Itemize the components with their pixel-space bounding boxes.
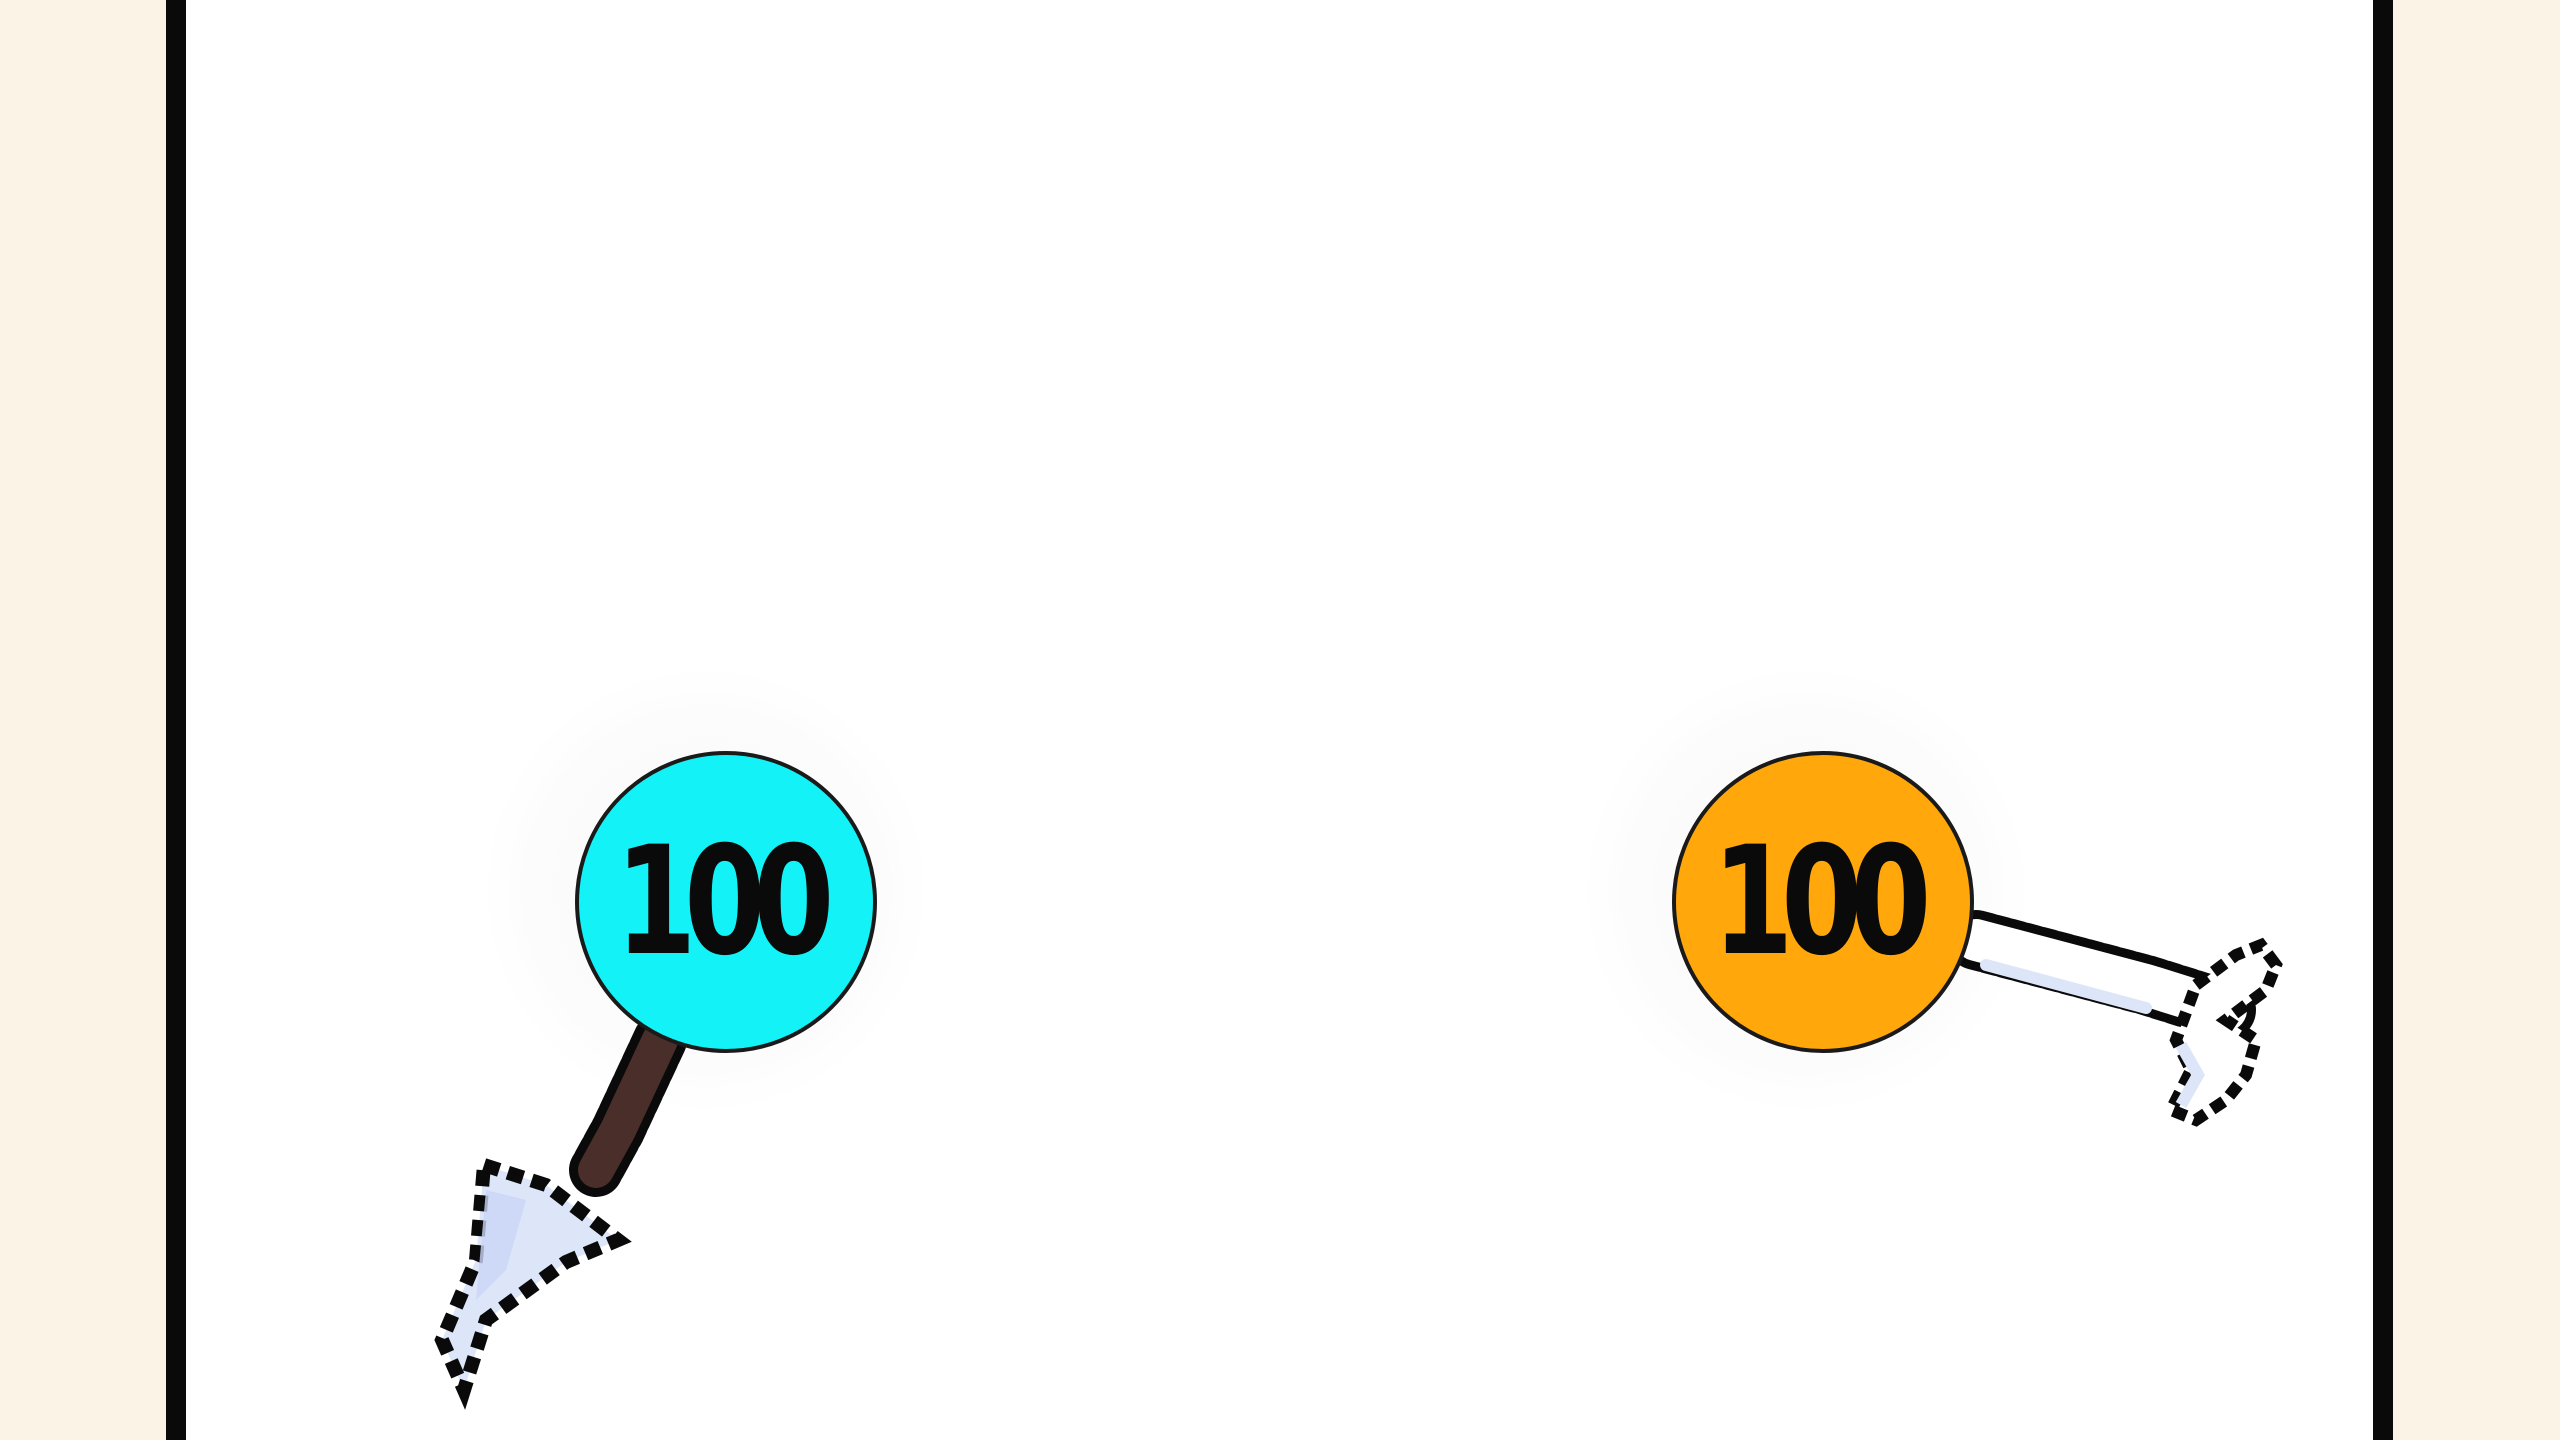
unit-health: 100 (615, 815, 835, 989)
double-axe-icon (1946, 910, 2283, 1127)
spear-icon (434, 1013, 687, 1410)
arena: 100 100 (166, 0, 2393, 1440)
spear-shaft (578, 1022, 678, 1188)
unit-health: 100 (1712, 815, 1932, 989)
player-unit-cyan[interactable]: 100 (575, 751, 877, 1053)
enemy-unit-orange[interactable]: 100 (1672, 751, 1974, 1053)
